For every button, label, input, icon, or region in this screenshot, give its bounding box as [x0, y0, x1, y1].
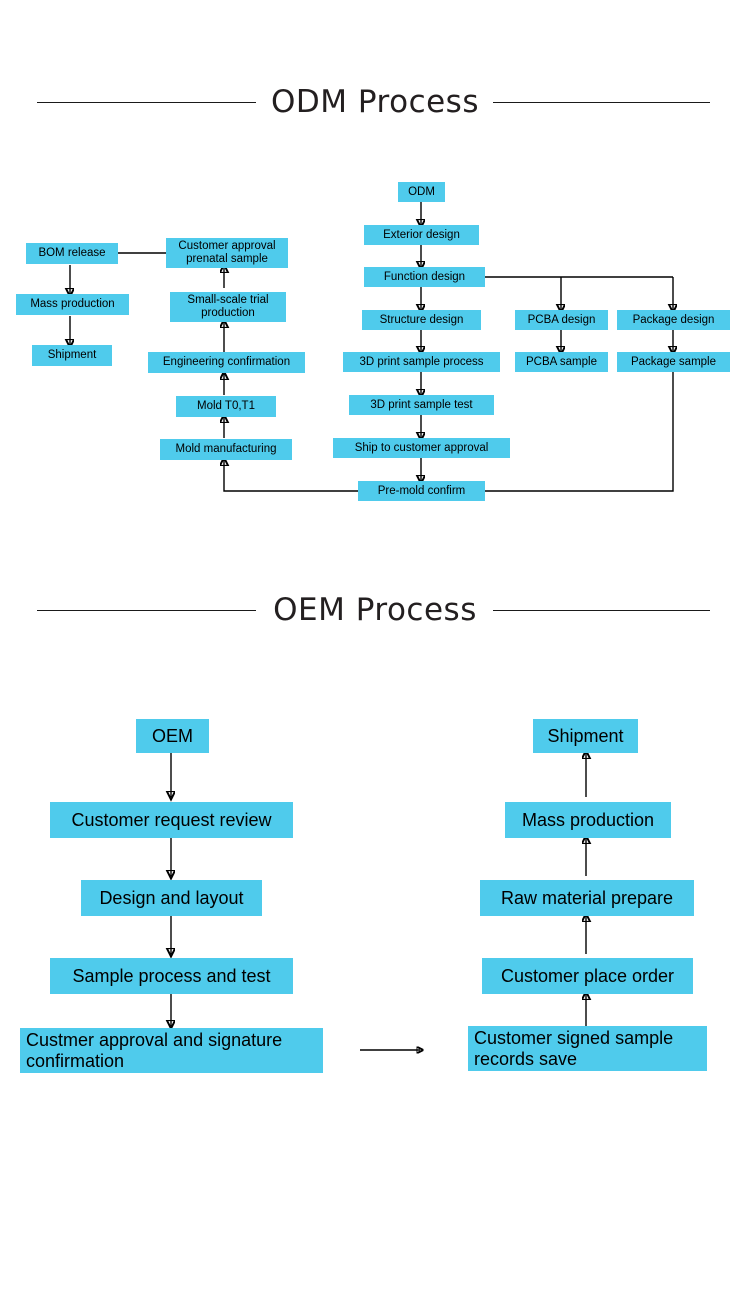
- oem-title-rule-right: [493, 610, 710, 611]
- oem-title-rule-left: [37, 610, 256, 611]
- odm-node-pcba-sample[interactable]: PCBA sample: [515, 352, 608, 372]
- odm-node-pre-mold-confirm[interactable]: Pre-mold confirm: [358, 481, 485, 501]
- odm-section-title: ODM Process: [271, 84, 479, 120]
- odm-node-structure-design[interactable]: Structure design: [362, 310, 481, 330]
- odm-node-mass-production[interactable]: Mass production: [16, 294, 129, 315]
- odm-node-bom-release[interactable]: BOM release: [26, 243, 118, 264]
- odm-node-mold-manufacturing[interactable]: Mold manufacturing: [160, 439, 292, 460]
- oem-section-title: OEM Process: [273, 592, 477, 628]
- odm-node-3d-print-sample-test[interactable]: 3D print sample test: [349, 395, 494, 415]
- odm-title-rule-right: [493, 102, 710, 103]
- oem-node-customer-signed-sample-records[interactable]: Customer signed sample records save: [468, 1026, 707, 1071]
- odm-node-ship-to-customer-approval[interactable]: Ship to customer approval: [333, 438, 510, 458]
- odm-node-shipment[interactable]: Shipment: [32, 345, 112, 366]
- odm-node-package-sample[interactable]: Package sample: [617, 352, 730, 372]
- oem-node-customer-place-order[interactable]: Customer place order: [482, 958, 693, 994]
- odm-node-package-design[interactable]: Package design: [617, 310, 730, 330]
- oem-node-oem[interactable]: OEM: [136, 719, 209, 753]
- oem-node-shipment[interactable]: Shipment: [533, 719, 638, 753]
- odm-node-mold-t0-t1[interactable]: Mold T0,T1: [176, 396, 276, 417]
- oem-node-design-and-layout[interactable]: Design and layout: [81, 880, 262, 916]
- oem-node-customer-request-review[interactable]: Customer request review: [50, 802, 293, 838]
- odm-node-engineering-confirmation[interactable]: Engineering confirmation: [148, 352, 305, 373]
- odm-node-pcba-design[interactable]: PCBA design: [515, 310, 608, 330]
- odm-node-exterior-design[interactable]: Exterior design: [364, 225, 479, 245]
- odm-node-function-design[interactable]: Function design: [364, 267, 485, 287]
- odm-node-odm[interactable]: ODM: [398, 182, 445, 202]
- oem-node-raw-material-prepare[interactable]: Raw material prepare: [480, 880, 694, 916]
- odm-title-rule-left: [37, 102, 256, 103]
- oem-node-customer-approval-signature[interactable]: Custmer approval and signature confirmat…: [20, 1028, 323, 1073]
- odm-node-3d-print-sample-process[interactable]: 3D print sample process: [343, 352, 500, 372]
- oem-node-sample-process-and-test[interactable]: Sample process and test: [50, 958, 293, 994]
- oem-node-mass-production[interactable]: Mass production: [505, 802, 671, 838]
